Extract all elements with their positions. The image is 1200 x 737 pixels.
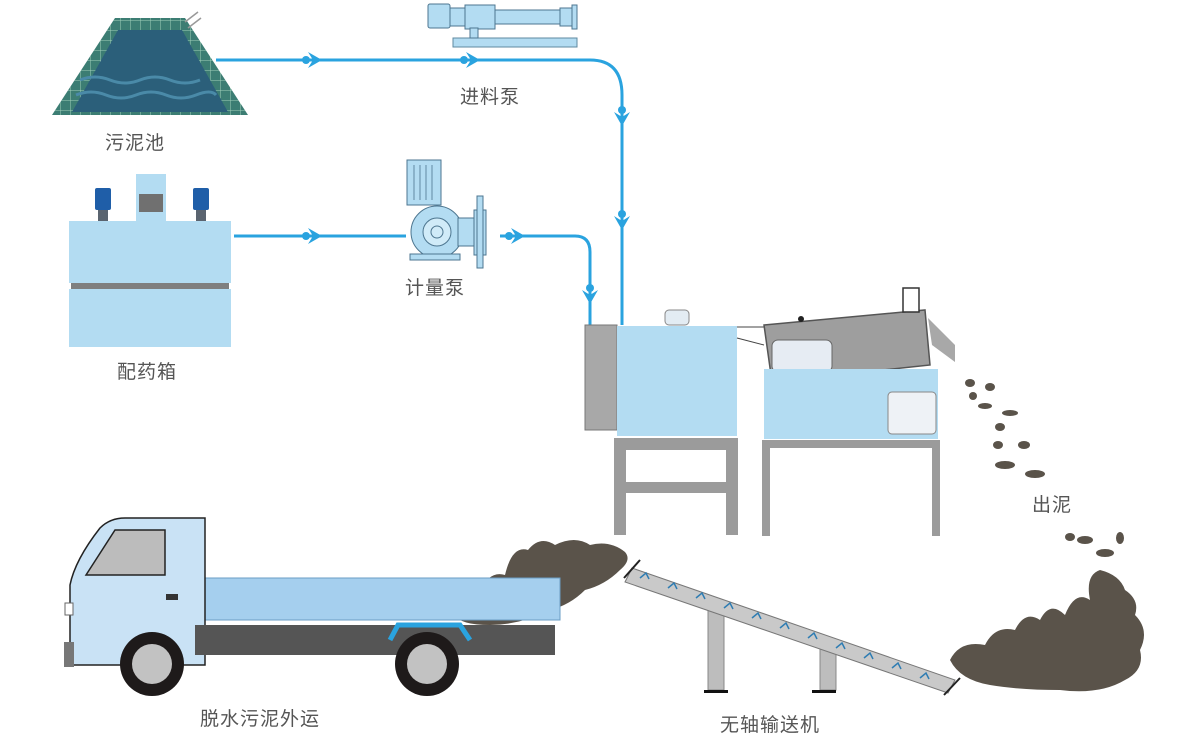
tank-ladder-icon	[184, 11, 202, 29]
truck-wheel	[395, 632, 459, 696]
arrow-right-icon	[460, 52, 480, 68]
motor-icon	[771, 339, 833, 373]
motor-icon	[664, 309, 690, 326]
truck	[64, 517, 561, 696]
water-ripple	[75, 75, 218, 100]
label-conveyor: 无轴输送机	[720, 714, 821, 736]
compressor-icon	[887, 391, 937, 435]
arrow-right-icon	[302, 228, 322, 244]
arrow-right-icon	[505, 228, 525, 244]
pipe-pump-to-press	[500, 234, 592, 325]
label-metering-pump: 计量泵	[405, 277, 466, 299]
arrow-down-icon	[614, 210, 630, 230]
screw-flight	[639, 571, 930, 680]
pipe-sludge-to-press	[216, 58, 624, 325]
label-truck: 脱水污泥外运	[200, 708, 321, 730]
valve-icon	[902, 287, 920, 313]
truck-window	[84, 529, 166, 576]
metering-pump	[406, 159, 487, 269]
screw-press	[584, 287, 955, 536]
truck-bed	[204, 577, 561, 621]
truck-wheel	[120, 632, 184, 696]
mixer-motor-icon	[95, 188, 111, 210]
conveyor	[623, 559, 961, 696]
feed-pump	[427, 3, 578, 48]
conveyor-trough	[624, 567, 956, 694]
tank-water	[72, 30, 228, 112]
sludge-pile-right	[950, 570, 1144, 692]
label-dosing-tank: 配药箱	[117, 361, 178, 383]
arrow-down-icon	[582, 284, 598, 304]
label-sludge-tank: 污泥池	[105, 132, 166, 154]
dosing-tank-band	[71, 283, 229, 289]
sludge-drops	[965, 379, 1124, 557]
sludge-tank	[52, 11, 248, 115]
label-feed-pump: 进料泵	[460, 86, 521, 108]
flow-arrows	[302, 52, 630, 304]
dosing-tank-lower	[69, 289, 231, 347]
mixer-motor-icon	[193, 188, 209, 210]
dosing-tank	[69, 174, 231, 347]
arrow-right-icon	[302, 52, 322, 68]
label-sludge-out: 出泥	[1032, 494, 1073, 516]
arrow-down-icon	[614, 106, 630, 126]
dosing-tank-upper	[69, 221, 231, 283]
